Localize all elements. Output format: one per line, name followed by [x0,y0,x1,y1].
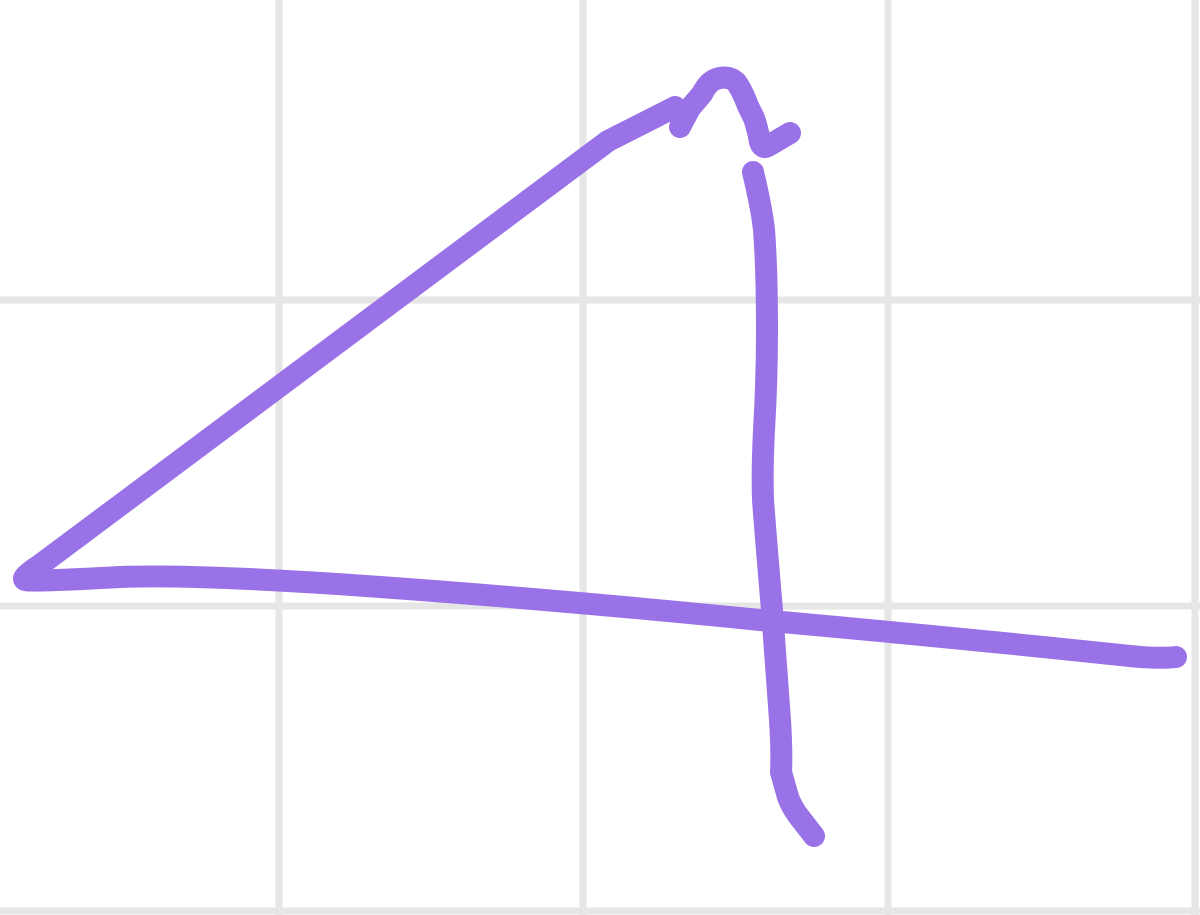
ink-stroke-vertical [742,161,825,847]
ink-layer [13,66,1187,847]
ink-stroke-triangle [13,96,1187,669]
ink-stroke-flag [669,66,801,158]
